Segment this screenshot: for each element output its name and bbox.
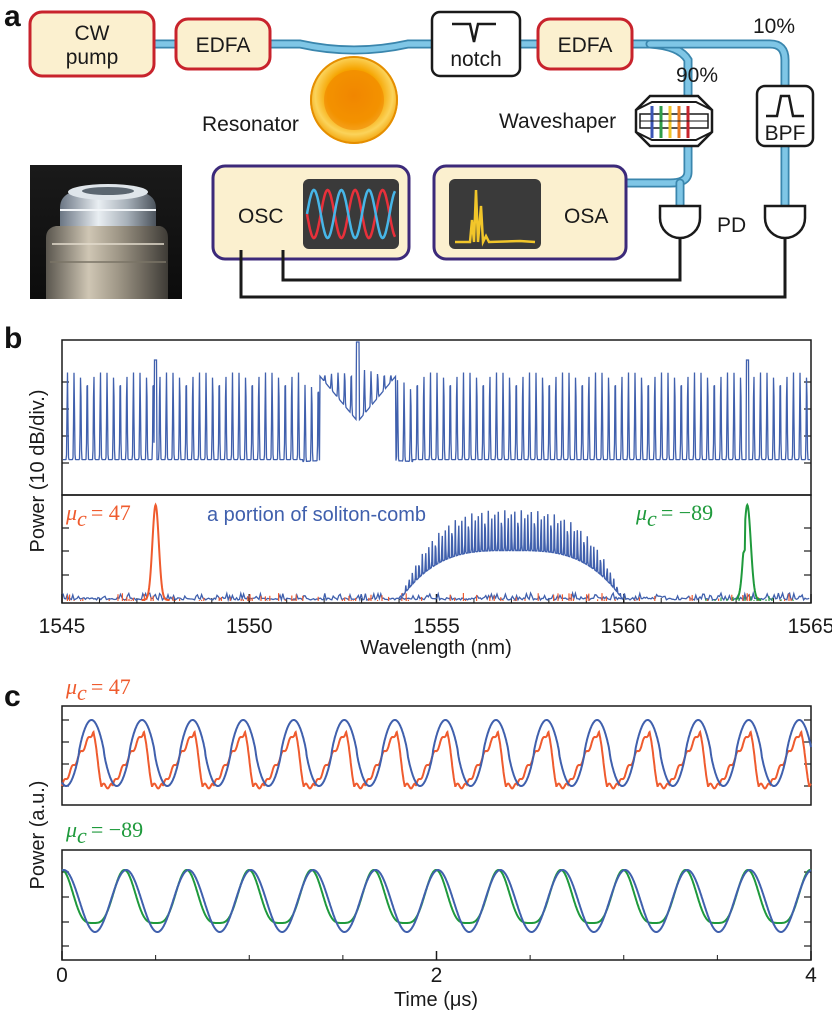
waveshaper-label: Waveshaper bbox=[499, 110, 616, 133]
filtered-line-mu-47 bbox=[141, 502, 170, 601]
edfa-box-2: EDFA bbox=[536, 17, 634, 71]
edfa-box-1: EDFA bbox=[174, 17, 272, 71]
wavelength-axis-label: Wavelength (nm) bbox=[360, 637, 512, 659]
osc-screen-trace-red bbox=[305, 188, 397, 240]
notch-icon bbox=[452, 22, 496, 43]
mu-minus-89-label-b: μc= −89 bbox=[635, 500, 713, 531]
noise-floor-orange bbox=[66, 593, 792, 601]
noise-floor-blue bbox=[62, 590, 810, 603]
wavelength-tick-label-1545: 1545 bbox=[39, 615, 86, 638]
time-tick-label-4: 4 bbox=[805, 964, 817, 987]
resonator bbox=[310, 56, 398, 144]
osa-label: OSA bbox=[564, 205, 608, 228]
wavelength-tick-label-1565: 1565 bbox=[788, 615, 832, 638]
resonator-label: Resonator bbox=[202, 113, 299, 136]
mu-47-label-b: μc= 47 bbox=[65, 500, 131, 531]
time-trace-frame-top bbox=[61, 705, 812, 806]
time-ticks bbox=[61, 719, 812, 960]
comb-portion-spectrum bbox=[399, 510, 624, 601]
notch-filter-box: notch bbox=[430, 10, 522, 78]
osc-screen-trace-blue bbox=[305, 188, 397, 240]
osc-screen bbox=[303, 179, 399, 249]
cw-pump-box: CW pump bbox=[28, 10, 156, 78]
time-trace-mu-minus-89-blue bbox=[61, 869, 812, 933]
power-axis-label-c: Power (a.u.) bbox=[27, 781, 49, 890]
spectrum-analyzer-box: OSA bbox=[432, 164, 628, 261]
soliton-comb-spectrum bbox=[63, 341, 810, 463]
photodetector-2 bbox=[763, 204, 807, 240]
wavelength-tick-label-1550: 1550 bbox=[226, 615, 273, 638]
bpf-box: BPF bbox=[755, 84, 815, 148]
cw-pump-label-1: CW bbox=[75, 22, 110, 45]
comb-portion-annotation: a portion of soliton-comb bbox=[207, 504, 426, 526]
wavelength-tick-label-1560: 1560 bbox=[600, 615, 647, 638]
bandpass-icon bbox=[766, 94, 804, 118]
fiber-core-4 bbox=[647, 41, 788, 89]
photodetector-1 bbox=[658, 204, 702, 240]
fiber-network bbox=[149, 39, 790, 211]
time-tick-label-2: 2 bbox=[431, 964, 443, 987]
edfa-label-2: EDFA bbox=[558, 34, 613, 57]
electrical-cables bbox=[239, 238, 787, 299]
time-trace-mu-47-blue bbox=[61, 719, 812, 787]
pd-label: PD bbox=[717, 214, 746, 237]
edfa-label-1: EDFA bbox=[196, 34, 251, 57]
split-90-label: 90% bbox=[676, 64, 718, 87]
mu-47-label-c: μc= 47 bbox=[65, 674, 131, 705]
split-10-label: 10% bbox=[753, 15, 795, 38]
time-tick-label-0: 0 bbox=[56, 964, 68, 987]
osa-screen bbox=[449, 179, 541, 249]
power-axis-label-b: Power (10 dB/div.) bbox=[27, 389, 49, 552]
osc-label: OSC bbox=[238, 205, 284, 228]
time-trace-mu-47-orange bbox=[61, 729, 812, 790]
panel-letter-b: b bbox=[4, 322, 22, 355]
bpf-label: BPF bbox=[765, 122, 806, 145]
waveshaper bbox=[634, 94, 714, 148]
notch-label: notch bbox=[450, 48, 501, 71]
wavelength-tick-label-1555: 1555 bbox=[413, 615, 460, 638]
filtered-line-mu-minus-89 bbox=[735, 502, 762, 601]
time-tick-labels: 0 2 4 bbox=[56, 964, 817, 987]
wavelength-tick-labels: 1545 1550 1555 1560 1565 bbox=[39, 615, 832, 638]
mu-minus-89-label-c: μc= −89 bbox=[65, 817, 143, 848]
panel-letter-c: c bbox=[4, 680, 21, 713]
resonator-photo bbox=[30, 165, 182, 299]
time-axis-label: Time (μs) bbox=[394, 989, 478, 1011]
fiber-outline-6 bbox=[621, 141, 693, 188]
cw-pump-label-2: pump bbox=[66, 46, 119, 69]
oscilloscope-box: OSC bbox=[211, 164, 411, 261]
osa-screen-trace bbox=[455, 189, 536, 247]
fiber-core-1 bbox=[267, 41, 435, 53]
panel-letter-a: a bbox=[4, 0, 21, 33]
time-trace-frame-bottom bbox=[61, 849, 812, 961]
